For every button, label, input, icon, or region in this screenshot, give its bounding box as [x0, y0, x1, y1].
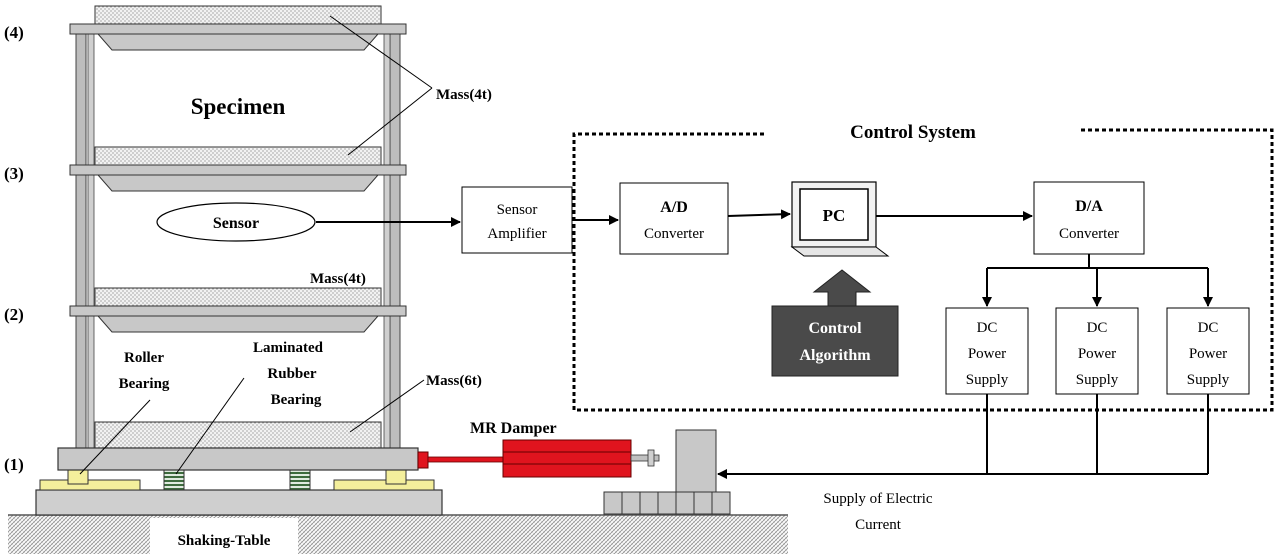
shaking-table: Shaking-Table	[35, 489, 443, 554]
svg-text:Amplifier: Amplifier	[487, 226, 546, 242]
svg-text:DC: DC	[1087, 320, 1108, 336]
svg-text:Supply: Supply	[1187, 372, 1230, 388]
da-converter-box: D/A Converter	[1033, 181, 1145, 255]
svg-text:DC: DC	[1198, 320, 1219, 336]
shaking-table-label: Shaking-Table	[178, 533, 271, 549]
svg-text:A/D: A/D	[660, 199, 688, 216]
ad-converter-box: A/D Converter	[619, 182, 729, 255]
supply-current-label: Supply of Electric Current	[823, 491, 932, 533]
floor-1-base	[57, 421, 419, 471]
svg-text:Power: Power	[968, 346, 1006, 362]
current-supply-wires	[717, 394, 1209, 479]
dc-power-supply-3: DC Power Supply	[1166, 307, 1250, 395]
svg-text:Converter: Converter	[644, 226, 704, 242]
floor-3-slab	[69, 146, 407, 192]
svg-text:Current: Current	[855, 517, 902, 533]
svg-text:Converter: Converter	[1059, 226, 1119, 242]
svg-text:Rubber: Rubber	[267, 366, 317, 382]
svg-text:PC: PC	[823, 206, 846, 225]
signal-arrows	[316, 209, 1213, 307]
sensor-amplifier-box: Sensor Amplifier	[461, 186, 573, 254]
specimen-title: Specimen	[191, 94, 286, 119]
mass-base-label: Mass(6t)	[426, 373, 482, 389]
floor-label-4: (4)	[4, 23, 24, 42]
floor-2-slab	[69, 287, 407, 333]
svg-text:Control: Control	[808, 320, 862, 337]
svg-text:Roller: Roller	[124, 350, 164, 366]
mass-top-label: Mass(4t)	[436, 87, 492, 103]
roller-bearing-label: Roller Bearing	[119, 350, 170, 392]
floor-label-2: (2)	[4, 305, 24, 324]
pc-monitor-icon: PC	[790, 181, 890, 257]
laminated-rubber-bearing-right	[289, 469, 311, 491]
mass-mid-label: Mass(4t)	[310, 271, 366, 287]
sensor-ellipse	[156, 202, 316, 242]
svg-text:Supply of Electric: Supply of Electric	[823, 491, 932, 507]
reaction-frame	[603, 429, 731, 515]
svg-text:D/A: D/A	[1075, 198, 1103, 215]
floor-label-1: (1)	[4, 455, 24, 474]
svg-text:Bearing: Bearing	[119, 376, 170, 392]
roller-bearing-right	[333, 469, 435, 491]
floor-4-slab	[69, 5, 407, 51]
control-system-title: Control System	[850, 122, 976, 143]
svg-text:Algorithm: Algorithm	[799, 347, 871, 364]
dc-power-supply-2: DC Power Supply	[1055, 307, 1139, 395]
svg-text:Sensor: Sensor	[497, 202, 538, 218]
roller-bearing-left	[39, 469, 141, 491]
dc-power-supply-1: DC Power Supply	[945, 307, 1029, 395]
svg-text:Laminated: Laminated	[253, 340, 324, 356]
ground	[8, 514, 788, 554]
sensor-label: Sensor	[213, 215, 259, 232]
svg-text:DC: DC	[977, 320, 998, 336]
mr-damper	[417, 439, 660, 478]
svg-text:Power: Power	[1189, 346, 1227, 362]
floor-label-3: (3)	[4, 164, 24, 183]
svg-text:Bearing: Bearing	[271, 392, 322, 408]
svg-text:Supply: Supply	[1076, 372, 1119, 388]
control-algorithm-block: Control Algorithm	[771, 269, 899, 377]
mr-damper-label: MR Damper	[470, 420, 557, 437]
laminated-rubber-bearing-left	[163, 469, 185, 491]
laminated-rubber-bearing-label: Laminated Rubber Bearing	[253, 340, 324, 408]
svg-text:Supply: Supply	[966, 372, 1009, 388]
svg-text:Power: Power	[1078, 346, 1116, 362]
control-system-boundary	[572, 128, 1274, 412]
